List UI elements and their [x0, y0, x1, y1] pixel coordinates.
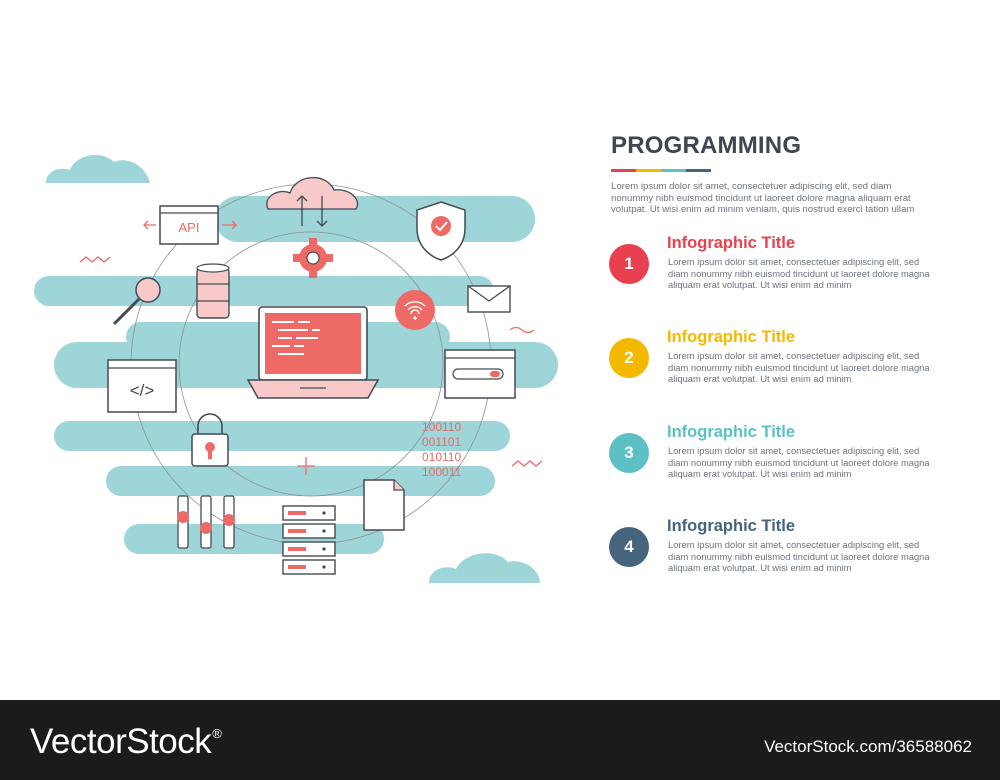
watermark-footer: VectorStock® VectorStock.com/36588062	[0, 700, 1000, 780]
wifi-icon	[395, 290, 435, 330]
cloud-sync-icon	[266, 176, 359, 227]
binary-line: 100011	[422, 465, 461, 479]
underline-segment	[636, 169, 661, 172]
underline-segment	[661, 169, 686, 172]
step-number-badge: 1	[609, 244, 649, 284]
inner-ring	[178, 231, 444, 497]
underline-segment	[686, 169, 711, 172]
step-number-badge: 4	[609, 527, 649, 567]
api-label: API	[179, 220, 200, 235]
step-title: Infographic Title	[667, 423, 796, 441]
step-item-1: 1 Infographic Title Lorem ipsum dolor si…	[609, 234, 939, 314]
bg-pill	[124, 524, 384, 554]
api-window-icon: API	[143, 205, 237, 245]
step-title: Infographic Title	[667, 517, 796, 535]
step-description: Lorem ipsum dolor sit amet, consectetuer…	[668, 256, 930, 290]
step-number-badge: 3	[609, 433, 649, 473]
laptop-icon	[246, 306, 380, 399]
code-window-icon: </>	[107, 359, 177, 413]
bg-pill	[54, 421, 510, 451]
step-description: Lorem ipsum dolor sit amet, consectetuer…	[668, 539, 930, 573]
intro-text: Lorem ipsum dolor sit amet, consectetuer…	[611, 181, 915, 215]
magnifier-icon	[112, 277, 161, 326]
step-description: Lorem ipsum dolor sit amet, consectetuer…	[668, 445, 930, 479]
binary-line: 010110	[422, 450, 461, 464]
binary-line: 100110	[422, 420, 461, 434]
shield-check-icon	[416, 201, 466, 261]
programming-illustration: API	[34, 155, 558, 583]
vectorstock-logo: VectorStock®	[30, 722, 222, 762]
underline-segment	[611, 169, 636, 172]
cloud-bottom-right	[429, 553, 540, 583]
padlock-icon	[191, 413, 229, 467]
search-window-icon	[444, 349, 516, 399]
bg-pill	[215, 196, 535, 242]
title-underline	[611, 169, 711, 172]
mail-icon	[467, 285, 511, 313]
step-number-badge: 2	[609, 338, 649, 378]
infographic-canvas: API	[34, 132, 939, 597]
sliders-icon	[177, 495, 235, 549]
stock-id-link[interactable]: VectorStock.com/36588062	[764, 737, 972, 756]
step-item-4: 4 Infographic Title Lorem ipsum dolor si…	[609, 517, 939, 597]
page-title: PROGRAMMING	[611, 132, 802, 159]
cloud-top-left	[46, 155, 150, 183]
binary-line: 001101	[422, 435, 461, 449]
step-description: Lorem ipsum dolor sit amet, consectetuer…	[668, 350, 930, 384]
step-item-3: 3 Infographic Title Lorem ipsum dolor si…	[609, 423, 939, 503]
decor-zigzags	[79, 256, 543, 475]
database-icon	[196, 263, 230, 319]
registered-mark: ®	[212, 726, 222, 741]
binary-code: 100110 001101 010110 100011	[422, 420, 461, 479]
step-title: Infographic Title	[667, 234, 796, 252]
step-item-2: 2 Infographic Title Lorem ipsum dolor si…	[609, 328, 939, 408]
gear-icon	[293, 238, 333, 278]
step-title: Infographic Title	[667, 328, 796, 346]
server-icon	[282, 505, 336, 575]
brand-name: VectorStock	[30, 722, 212, 761]
code-tag-label: </>	[130, 381, 155, 400]
file-icon	[363, 479, 405, 531]
